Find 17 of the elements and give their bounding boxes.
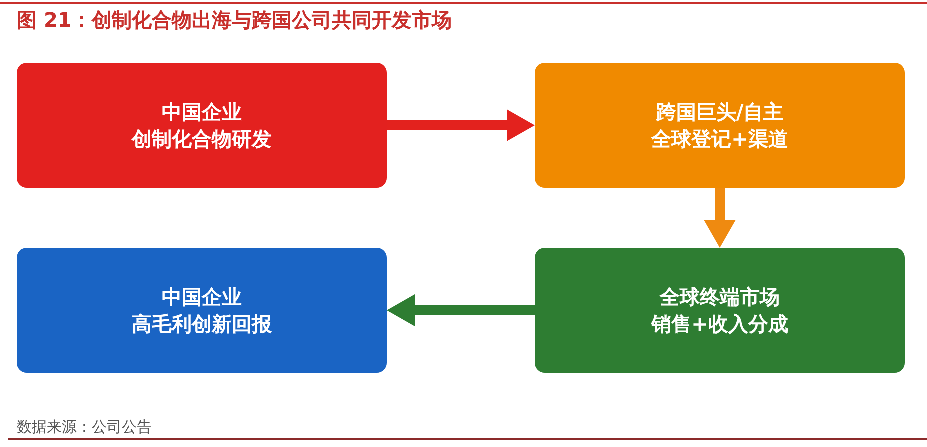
- box-text: 销售+收入分成: [652, 310, 788, 338]
- title: 图 21：创制化合物出海与跨国公司共同开发市场: [17, 7, 452, 33]
- process-box: [535, 248, 905, 373]
- box-heading: 全球终端市场: [660, 284, 780, 310]
- process-box: [17, 63, 387, 188]
- process-box: [17, 248, 387, 373]
- box-text: 全球登记+渠道: [652, 126, 788, 152]
- box-heading: 跨国巨头/自主: [656, 98, 784, 126]
- source-note: 数据来源：公司公告: [17, 417, 152, 437]
- box-heading: 中国企业: [162, 284, 242, 310]
- arrow: [387, 294, 535, 326]
- process-box: [535, 63, 905, 188]
- box-text: 创制化合物研发: [132, 126, 272, 152]
- box-heading: 中国企业: [162, 98, 242, 126]
- box-text: 高毛利创新回报: [132, 310, 272, 338]
- arrow: [387, 110, 535, 142]
- arrow: [704, 188, 736, 248]
